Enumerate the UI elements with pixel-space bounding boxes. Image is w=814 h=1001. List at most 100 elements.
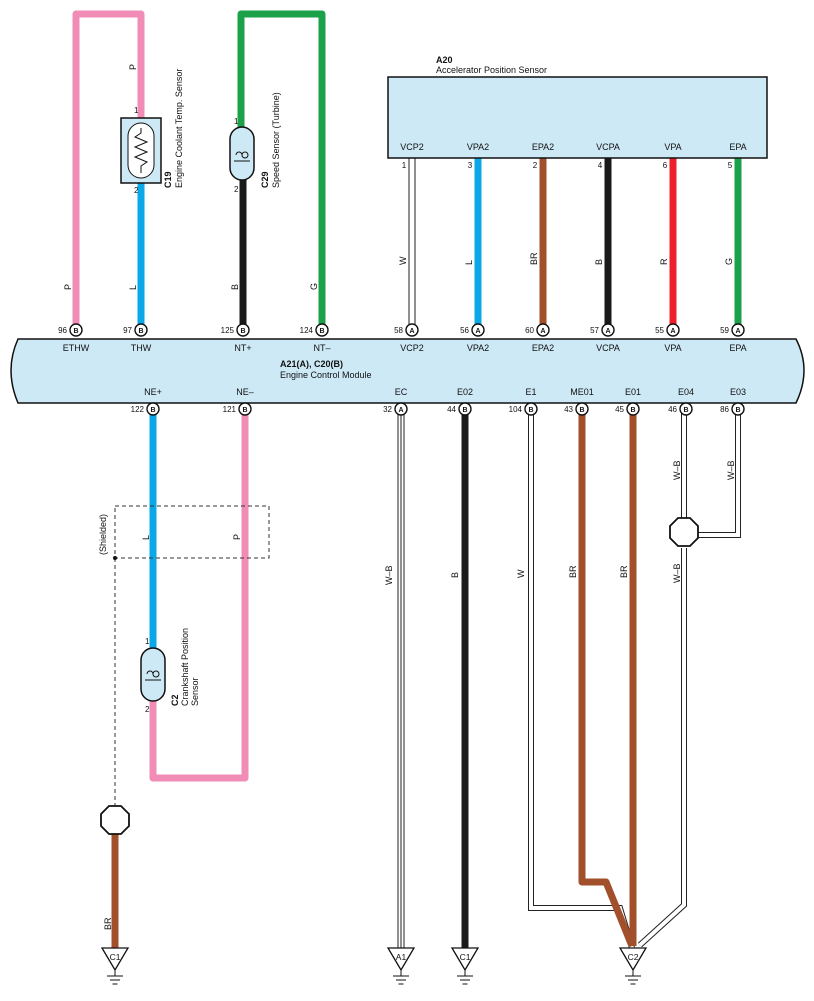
c2-name-line2: Sensor (190, 677, 200, 706)
bottom-pin-2-number: 32 (383, 405, 392, 414)
bottom-pin-1-connector (238, 402, 252, 416)
top-pin-2-connector-letter: B (240, 328, 245, 335)
bottom-pin-7-connector (679, 402, 693, 416)
wire-speed-sensor-green (237, 10, 326, 330)
bottom-pin-5-number: 43 (564, 405, 573, 414)
top-pin-9-connector-letter: A (735, 328, 740, 335)
ecm-name: Engine Control Module (280, 370, 372, 380)
wire-label-e02: B (450, 572, 460, 578)
bottom-pin-label-4: E1 (525, 387, 536, 397)
c29-pin2: 2 (234, 185, 239, 194)
bottom-pin-2-connector (394, 402, 408, 416)
bottom-pin-6-number: 45 (615, 405, 624, 414)
wire-label-thw: L (128, 285, 138, 290)
top-pin-label-4: VCP2 (400, 343, 424, 353)
bottom-pin-4-connector (524, 402, 538, 416)
a20-wire-label-0: W (398, 256, 408, 265)
bottom-pin-0-number: 122 (131, 405, 145, 414)
ecm-id: A21(A), C20(B) (280, 359, 343, 369)
wire-label-e01: BR (619, 565, 629, 578)
top-pin-label-3: NT– (313, 343, 330, 353)
c2-pin1: 1 (145, 637, 150, 646)
top-pin-label-6: EPA2 (532, 343, 554, 353)
top-pin-5-connector (471, 323, 485, 337)
a20-wire-label-5: G (724, 258, 734, 265)
c19-sensor (120, 117, 162, 184)
wire-label-e04-e03-joined: W–B (672, 563, 682, 583)
top-pin-0-connector (69, 323, 83, 337)
c2-id: C2 (170, 694, 180, 706)
top-pin-2-number: 125 (221, 326, 235, 335)
c19-pin2: 2 (134, 186, 139, 195)
top-pin-4-connector (405, 323, 419, 337)
top-pin-5-number: 56 (460, 326, 469, 335)
top-pin-1-number: 97 (123, 326, 132, 335)
top-pin-3-number: 124 (300, 326, 314, 335)
top-pin-4-connector-letter: A (409, 328, 414, 335)
splice-c1 (100, 805, 130, 835)
wire-ne-minus-pink (149, 412, 249, 782)
wire-label-ec: W–B (384, 565, 394, 585)
a20-pin-number-0: 1 (402, 161, 407, 170)
bottom-pin-7-number: 46 (668, 405, 677, 414)
wire-label-e04: W–B (672, 460, 682, 480)
c29-name: Speed Sensor (Turbine) (271, 92, 281, 188)
wire-label-c1-left: BR (103, 917, 113, 930)
bottom-pin-7-connector-letter: B (683, 407, 688, 414)
ground-triangle-0 (100, 947, 130, 972)
c2-sensor (140, 647, 166, 702)
ground-label-3: C2 (628, 952, 639, 962)
bottom-pin-label-1: NE– (236, 387, 254, 397)
wire-label-p-upper: P (128, 64, 138, 70)
a20-wire-label-3: B (594, 259, 604, 265)
top-pin-label-9: EPA (729, 343, 746, 353)
a20-pin-label-4: VPA (664, 142, 681, 152)
bottom-pin-label-6: E01 (625, 387, 641, 397)
top-pin-8-connector (666, 323, 680, 337)
wire-label-ethw: P (63, 284, 73, 290)
bottom-pin-0-connector (146, 402, 160, 416)
top-pin-label-8: VPA (664, 343, 681, 353)
wire-label-e03: W–B (726, 460, 736, 480)
shielded-label: (Shielded) (98, 514, 108, 555)
top-pin-6-number: 60 (525, 326, 534, 335)
c19-name: Engine Coolant Temp. Sensor (174, 69, 184, 188)
a20-pin-number-2: 2 (533, 161, 538, 170)
bottom-pin-label-0: NE+ (144, 387, 162, 397)
a20-sensor-box (387, 76, 768, 159)
bottom-pin-label-7: E04 (678, 387, 694, 397)
a20-pin-number-3: 4 (598, 161, 603, 170)
a20-wire-label-2: BR (529, 252, 539, 265)
bottom-pin-0-connector-letter: B (150, 407, 155, 414)
bottom-pin-label-8: E03 (730, 387, 746, 397)
ground-triangle-1 (386, 947, 416, 972)
top-pin-0-number: 96 (58, 326, 67, 335)
top-pin-7-number: 57 (590, 326, 599, 335)
top-pin-8-number: 55 (655, 326, 664, 335)
bottom-pin-8-connector (731, 402, 745, 416)
bottom-pin-1-number: 121 (223, 405, 237, 414)
bottom-pin-4-number: 104 (509, 405, 523, 414)
c29-pin1: 1 (234, 117, 239, 126)
a20-name: Accelerator Position Sensor (436, 65, 547, 75)
bottom-pin-2-connector-letter: A (398, 407, 403, 414)
wire-label-me01: BR (568, 565, 578, 578)
top-pin-8-connector-letter: A (670, 328, 675, 335)
top-pin-9-number: 59 (720, 326, 729, 335)
bottom-pin-4-connector-letter: B (528, 407, 533, 414)
bottom-pin-1-connector-letter: B (242, 407, 247, 414)
a20-id: A20 (436, 55, 453, 65)
ground-triangle-2 (450, 947, 480, 972)
bottom-pin-6-connector-letter: B (630, 407, 635, 414)
wire-label-nt-plus: B (230, 284, 240, 290)
a20-pin-number-5: 5 (728, 161, 733, 170)
bottom-pin-8-number: 86 (720, 405, 729, 414)
top-pin-6-connector-letter: A (540, 328, 545, 335)
shield-box (114, 505, 270, 559)
bottom-pin-6-connector (626, 402, 640, 416)
wire-label-ne-plus: L (141, 535, 151, 540)
top-pin-label-7: VCPA (596, 343, 620, 353)
